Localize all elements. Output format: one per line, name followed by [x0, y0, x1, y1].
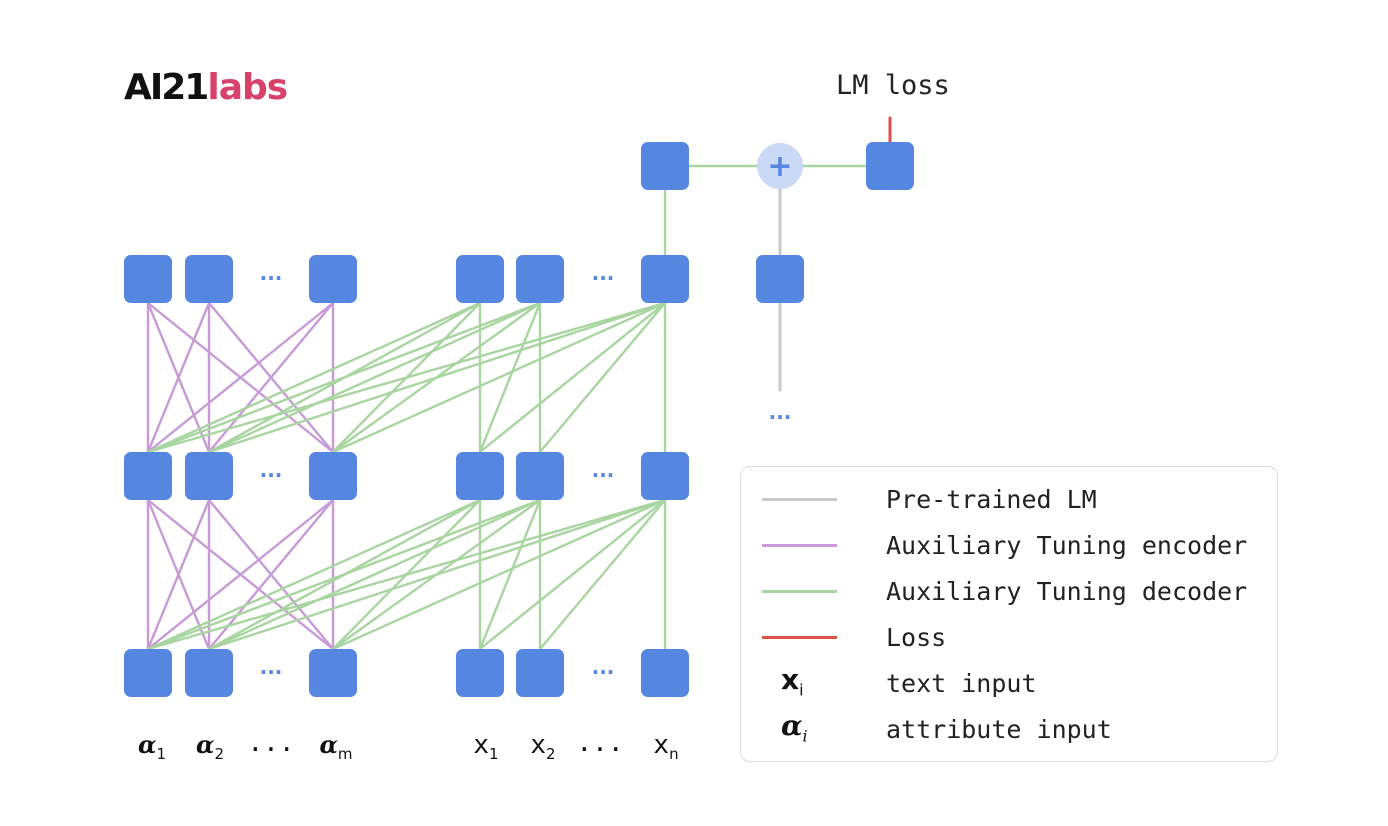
legend-label: attribute input — [886, 715, 1112, 744]
encoder-node — [309, 452, 357, 500]
decoder-edge — [146, 498, 482, 651]
encoder-node — [124, 649, 172, 697]
decoder-edge — [331, 498, 667, 651]
legend-label: Loss — [886, 623, 947, 652]
decoder-node — [516, 649, 564, 697]
ellipsis-lm: ··· — [769, 405, 792, 429]
ellipsis-text: ··· — [592, 266, 615, 290]
decoder-edge — [331, 301, 542, 454]
decoder-edge — [207, 301, 482, 454]
legend-row: xi text input — [741, 663, 1277, 700]
encoder-edge — [146, 498, 335, 651]
encoder-edge — [146, 301, 335, 454]
attribute-input-label: ··· — [247, 735, 295, 765]
decoder-edge — [146, 301, 482, 454]
logo-part2: labs — [207, 67, 288, 108]
decoder-node — [456, 255, 504, 303]
encoder-edge — [146, 301, 211, 454]
text-input-label: ··· — [576, 735, 624, 765]
logo-part1: AI21 — [124, 67, 209, 108]
decoder-node — [641, 255, 689, 303]
legend-line-swatch — [762, 544, 837, 547]
output-node — [866, 142, 914, 190]
legend-row: Auxiliary Tuning encoder — [741, 531, 1277, 561]
attribute-input-label: α1 — [137, 730, 167, 763]
legend-row: Loss — [741, 623, 1277, 653]
attribute-input-label: α2 — [195, 730, 225, 763]
legend-row: Auxiliary Tuning decoder — [741, 577, 1277, 607]
nodes: ··· ··· ··· ··· ··· ··· ··· + — [124, 142, 914, 697]
encoder-edge — [146, 498, 211, 651]
decoder-edge — [478, 498, 542, 651]
legend-symbol: xi — [781, 663, 804, 700]
decoder-edge — [478, 301, 542, 454]
attribute-input-label: αm — [319, 730, 353, 763]
decoder-node — [516, 452, 564, 500]
encoder-edge — [207, 498, 335, 651]
legend-line-swatch — [762, 498, 837, 501]
decoder-node — [641, 649, 689, 697]
decoder-edge — [331, 301, 667, 454]
ellipsis-text: ··· — [592, 463, 615, 487]
decoder-edge — [207, 301, 542, 454]
decoder-edge — [538, 498, 667, 651]
decoder-edge — [331, 301, 482, 454]
decoder-edge — [478, 498, 667, 651]
legend-symbol: αi — [781, 709, 808, 746]
text-input-label: xn — [653, 730, 679, 764]
text-input-label: x2 — [530, 730, 556, 764]
pretrained-lm-node — [756, 255, 804, 303]
plus-circle — [757, 143, 803, 189]
decoder-edge — [331, 498, 542, 651]
encoder-edge — [207, 301, 335, 454]
decoder-node — [516, 255, 564, 303]
encoder-node — [185, 452, 233, 500]
decoder-edge — [538, 301, 667, 454]
text-input-label: x1 — [473, 730, 499, 764]
ai21-labs-logo: AI21labs — [124, 67, 288, 108]
decoder-output-node — [641, 142, 689, 190]
legend-label: Auxiliary Tuning encoder — [886, 531, 1248, 560]
legend-label: Pre-trained LM — [886, 485, 1097, 514]
legend-row: αi attribute input — [741, 709, 1277, 746]
legend-line-swatch — [762, 636, 837, 639]
legend-label: Auxiliary Tuning decoder — [886, 577, 1248, 606]
encoder-node — [309, 255, 357, 303]
encoder-node — [185, 649, 233, 697]
encoder-node — [185, 255, 233, 303]
legend-row: Pre-trained LM — [741, 485, 1277, 515]
ellipsis-attributes: ··· — [260, 660, 283, 684]
decoder-edge — [478, 301, 667, 454]
decoder-edge — [207, 498, 542, 651]
decoder-edge — [331, 498, 482, 651]
ellipsis-text: ··· — [592, 660, 615, 684]
decoder-edge — [207, 498, 482, 651]
decoder-node — [456, 649, 504, 697]
decoder-node — [641, 452, 689, 500]
legend-label: text input — [886, 669, 1037, 698]
connections — [146, 116, 892, 651]
encoder-node — [309, 649, 357, 697]
ellipsis-attributes: ··· — [260, 266, 283, 290]
encoder-node — [124, 255, 172, 303]
decoder-node — [456, 452, 504, 500]
legend-line-swatch — [762, 590, 837, 593]
lm-loss-label: LM loss — [836, 70, 950, 101]
encoder-node — [124, 452, 172, 500]
plus-icon: + — [767, 149, 792, 184]
ellipsis-attributes: ··· — [260, 463, 283, 487]
